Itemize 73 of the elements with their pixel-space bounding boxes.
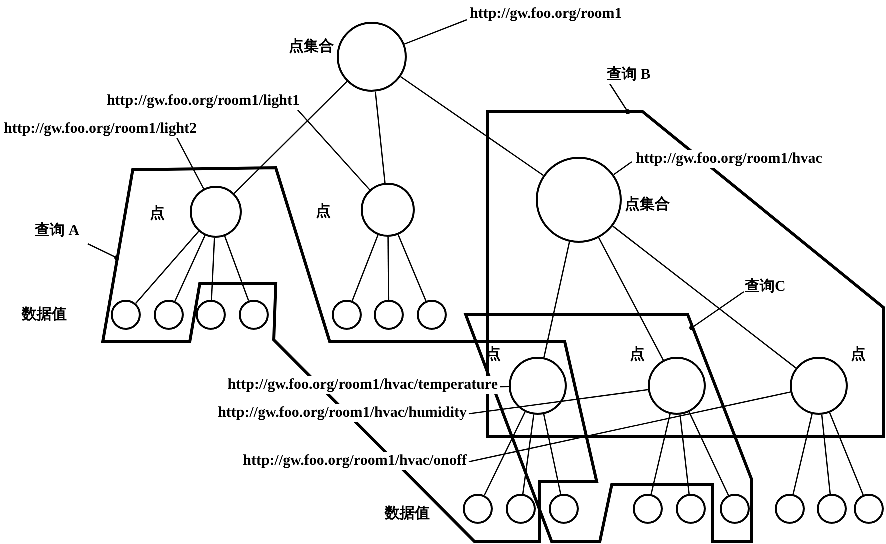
circle-node bbox=[506, 494, 536, 524]
leader-line bbox=[296, 108, 370, 190]
node-label: http://gw.foo.org/room1/hvac/temperature bbox=[228, 376, 498, 394]
node-label: http://gw.foo.org/room1/hvac/onoff bbox=[243, 452, 467, 470]
node-label: 查询C bbox=[745, 278, 786, 296]
leader-line bbox=[175, 136, 204, 190]
node-caption: 点 bbox=[851, 346, 866, 364]
circle-node bbox=[720, 494, 750, 524]
circle-node bbox=[337, 22, 407, 92]
connector-line bbox=[821, 414, 832, 494]
circle-node bbox=[361, 183, 415, 237]
connector-line bbox=[544, 242, 570, 358]
circle-node bbox=[509, 357, 567, 415]
connector-line bbox=[388, 237, 390, 300]
circle-node bbox=[374, 300, 404, 330]
group-label: 数据值 bbox=[385, 505, 430, 523]
node-caption: 点 bbox=[630, 346, 645, 364]
node-label: 查询 B bbox=[607, 66, 651, 84]
leader-line bbox=[404, 19, 468, 45]
connector-line bbox=[211, 238, 216, 300]
connector-line bbox=[522, 414, 535, 494]
node-caption: 点 bbox=[316, 203, 331, 221]
leader-line bbox=[690, 291, 744, 330]
leader-line bbox=[468, 389, 648, 415]
node-label: http://gw.foo.org/room1 bbox=[470, 5, 622, 23]
leader-line bbox=[88, 243, 120, 260]
connector-line bbox=[234, 81, 348, 194]
circle-node bbox=[854, 494, 884, 524]
circle-node bbox=[417, 300, 447, 330]
leader-line bbox=[614, 161, 632, 176]
circle-node bbox=[633, 494, 663, 524]
connector-line bbox=[688, 412, 730, 496]
connector-line bbox=[135, 231, 200, 304]
circle-node bbox=[190, 186, 242, 238]
connector-line bbox=[829, 412, 864, 496]
connector-line bbox=[400, 76, 544, 176]
connector-line bbox=[398, 234, 427, 302]
connector-line bbox=[374, 92, 386, 184]
node-label: http://gw.foo.org/room1/hvac bbox=[636, 150, 822, 168]
connector-line bbox=[174, 235, 206, 302]
circle-node bbox=[536, 157, 622, 243]
leader-line bbox=[500, 386, 510, 388]
connector-line bbox=[612, 226, 796, 369]
leader-line bbox=[468, 392, 791, 463]
circle-node bbox=[817, 494, 847, 524]
connector-line bbox=[484, 412, 526, 496]
connector-line bbox=[650, 414, 671, 495]
node-caption: 点集合 bbox=[289, 38, 334, 56]
connector-line bbox=[543, 414, 562, 494]
circle-node bbox=[549, 494, 579, 524]
connector-line bbox=[224, 236, 250, 302]
circle-node bbox=[196, 300, 226, 330]
circle-node bbox=[239, 300, 269, 330]
circle-node bbox=[648, 357, 706, 415]
circle-node bbox=[111, 300, 141, 330]
node-caption: 点 bbox=[150, 205, 165, 223]
connector-line bbox=[598, 238, 664, 361]
node-label: http://gw.foo.org/room1/hvac/humidity bbox=[218, 404, 467, 422]
node-label: http://gw.foo.org/room1/light1 bbox=[106, 92, 300, 110]
circle-node bbox=[775, 494, 805, 524]
leader-line bbox=[609, 84, 630, 114]
circle-node bbox=[154, 300, 184, 330]
connector-line bbox=[792, 414, 813, 495]
circle-node bbox=[332, 300, 362, 330]
circle-node bbox=[463, 494, 493, 524]
connector-line bbox=[680, 414, 690, 494]
node-label: http://gw.foo.org/room1/light2 bbox=[4, 120, 198, 138]
node-caption: 点集合 bbox=[625, 196, 670, 214]
connector-line bbox=[352, 234, 379, 302]
group-label: 数据值 bbox=[22, 306, 67, 324]
circle-node bbox=[676, 494, 706, 524]
circle-node bbox=[790, 357, 848, 415]
node-label: 查询 A bbox=[35, 222, 80, 240]
